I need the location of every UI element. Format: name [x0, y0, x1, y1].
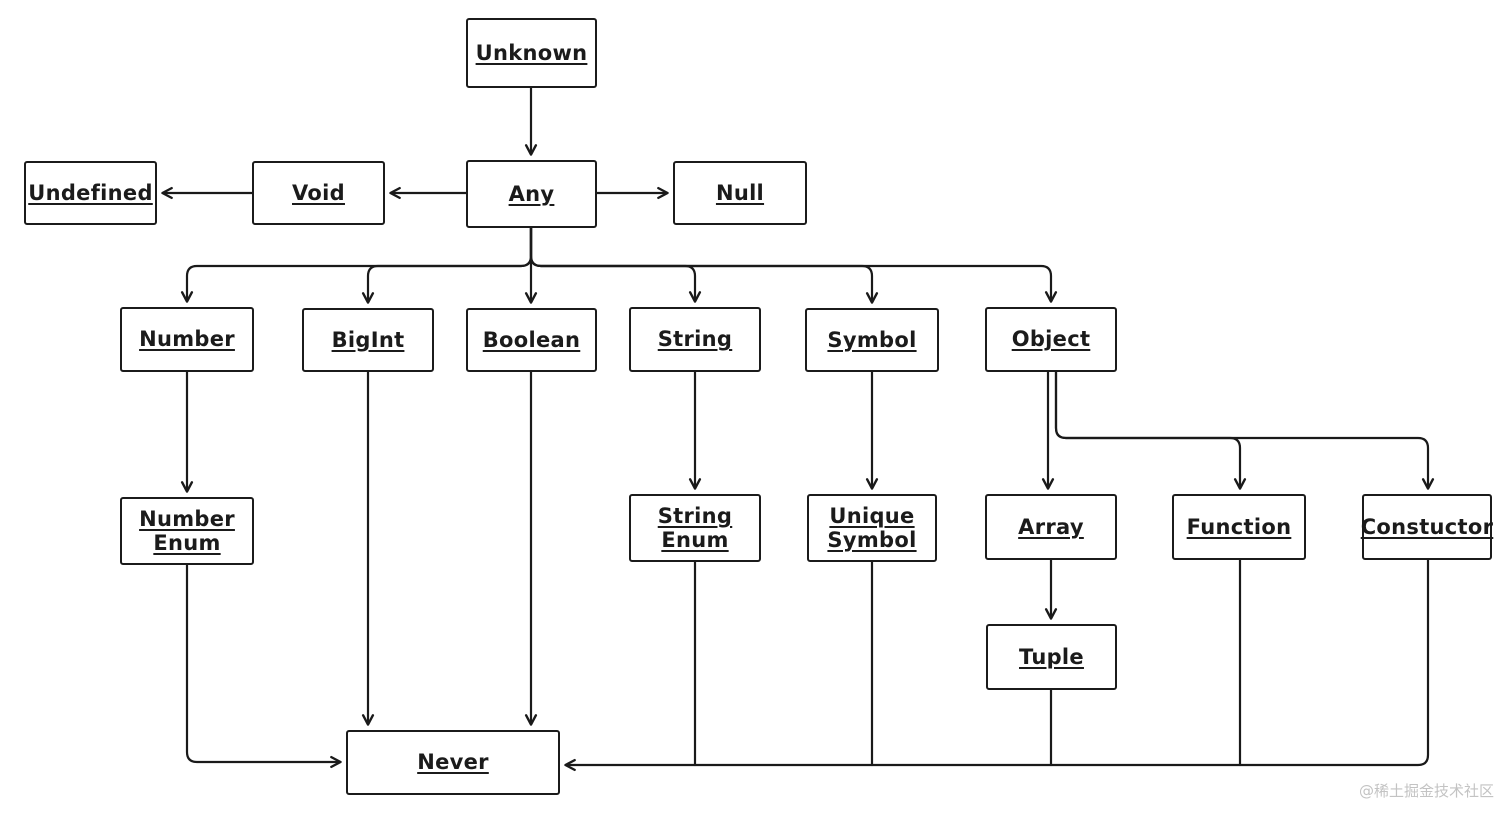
node-array-label: Array [1018, 514, 1084, 539]
node-undefined-label: Undefined [28, 180, 153, 205]
node-number-enum: Number Enum [120, 497, 254, 565]
edge-number-enum-never [185, 563, 342, 769]
node-never: Never [346, 730, 560, 795]
node-never-label: Never [417, 750, 489, 775]
node-unknown: Unknown [466, 18, 597, 88]
node-object-label: Object [1011, 327, 1091, 352]
node-any: Any [466, 160, 597, 228]
node-array: Array [985, 494, 1117, 560]
node-symbol: Symbol [805, 308, 939, 372]
node-void-label: Void [292, 180, 345, 205]
node-symbol-label: Symbol [827, 327, 917, 352]
edge-any-number [180, 226, 533, 303]
node-function: Function [1172, 494, 1306, 560]
node-bigint-label: BigInt [331, 327, 405, 352]
edge-object-constructor [1054, 370, 1435, 490]
node-unique-symbol: Unique Symbol [807, 494, 937, 562]
edge-object-function [1054, 370, 1247, 490]
node-null-label: Null [715, 180, 765, 205]
edge-any-object [529, 226, 1058, 303]
node-any-label: Any [508, 181, 555, 206]
node-number-label: Number [139, 327, 235, 352]
node-string-enum: String Enum [629, 494, 761, 562]
node-tuple-label: Tuple [1019, 644, 1084, 669]
node-unknown-label: Unknown [475, 40, 588, 65]
node-boolean: Boolean [466, 308, 597, 372]
node-object: Object [985, 307, 1117, 372]
node-constructor: Constuctor [1361, 494, 1493, 560]
edge-any-bigint [361, 226, 533, 304]
node-tuple: Tuple [986, 624, 1117, 690]
edge-constructor-never [564, 558, 1430, 772]
node-undefined: Undefined [24, 161, 157, 225]
node-number-enum-label: Number Enum [139, 506, 235, 555]
node-string-enum-label: String Enum [657, 503, 733, 552]
node-void: Void [252, 161, 385, 225]
node-boolean-label: Boolean [482, 327, 581, 352]
node-constructor-label: Constuctor [1360, 514, 1494, 539]
edge-any-string [529, 226, 702, 303]
node-bigint: BigInt [302, 308, 434, 372]
node-unique-symbol-label: Unique Symbol [827, 503, 917, 552]
node-string: String [629, 307, 761, 372]
node-number: Number [120, 307, 254, 372]
node-function-label: Function [1186, 514, 1292, 539]
node-null: Null [673, 161, 807, 225]
watermark-text: @稀土掘金技术社区 [1358, 782, 1494, 800]
node-string-label: String [657, 327, 733, 352]
